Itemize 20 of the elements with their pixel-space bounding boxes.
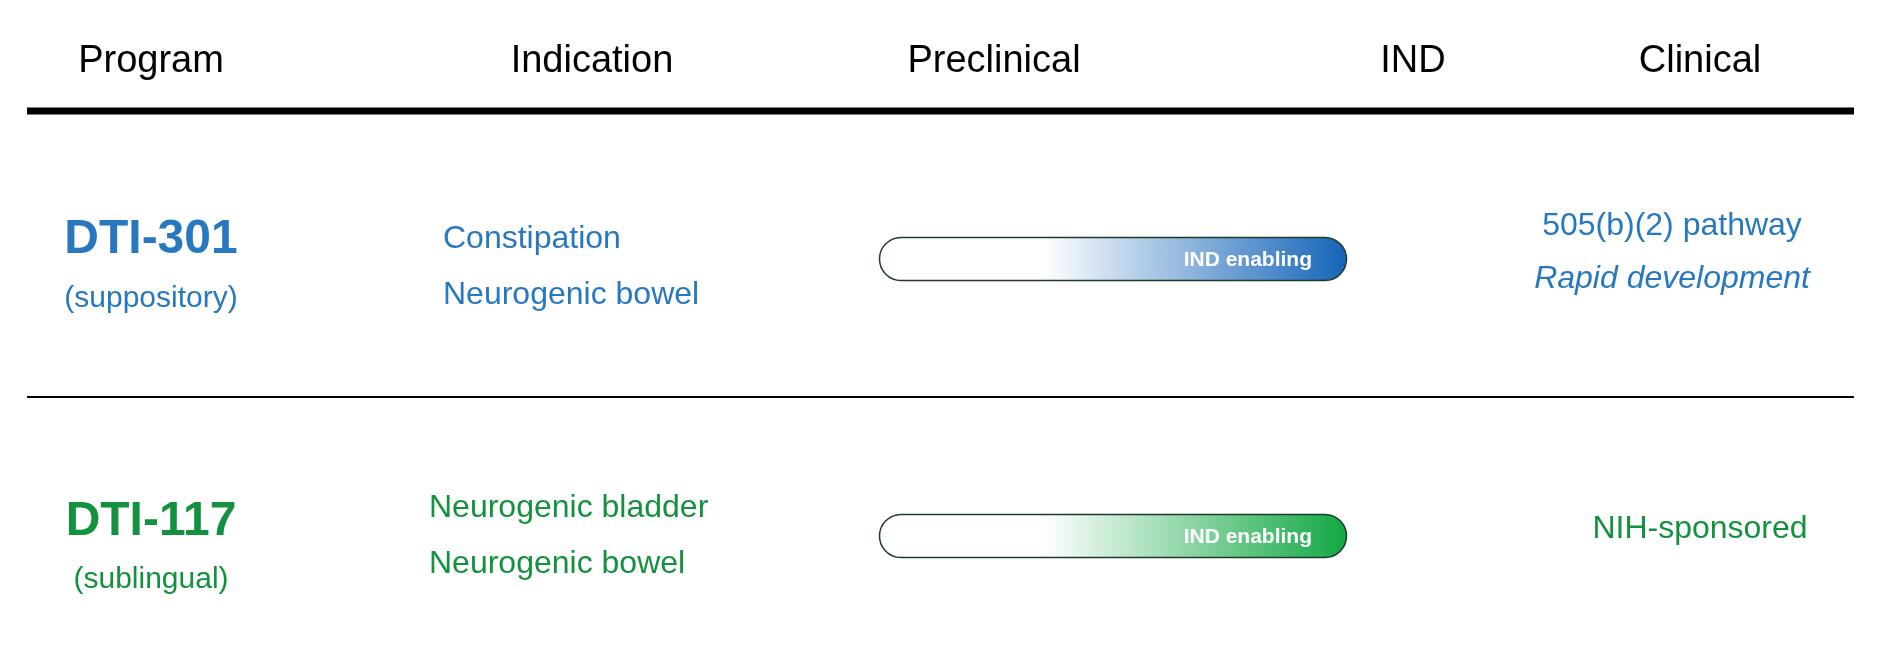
pathway-note: Rapid development	[1534, 260, 1810, 296]
progress-bar	[878, 513, 1348, 559]
program-name: DTI-117	[65, 492, 237, 546]
column-header: IND	[1380, 39, 1446, 81]
formulation-note: (sublingual)	[73, 560, 229, 594]
indication-text: Neurogenic bowel	[429, 545, 686, 581]
bar-label: IND enabling	[1183, 247, 1312, 271]
formulation-note: (suppository)	[64, 279, 238, 313]
sponsor-text: NIH-sponsored	[1592, 510, 1808, 546]
indication-text: Constipation	[443, 220, 621, 256]
column-header: Indication	[510, 39, 674, 81]
column-header: Program	[78, 39, 224, 81]
column-header: Preclinical	[907, 39, 1081, 81]
progress-bar	[878, 236, 1348, 282]
program-name: DTI-301	[64, 210, 238, 264]
bar-label: IND enabling	[1183, 524, 1312, 548]
indication-text: Neurogenic bowel	[443, 276, 700, 312]
pathway-text: 505(b)(2) pathway	[1542, 207, 1802, 243]
column-header: Clinical	[1638, 39, 1762, 81]
indication-text: Neurogenic bladder	[429, 489, 709, 525]
